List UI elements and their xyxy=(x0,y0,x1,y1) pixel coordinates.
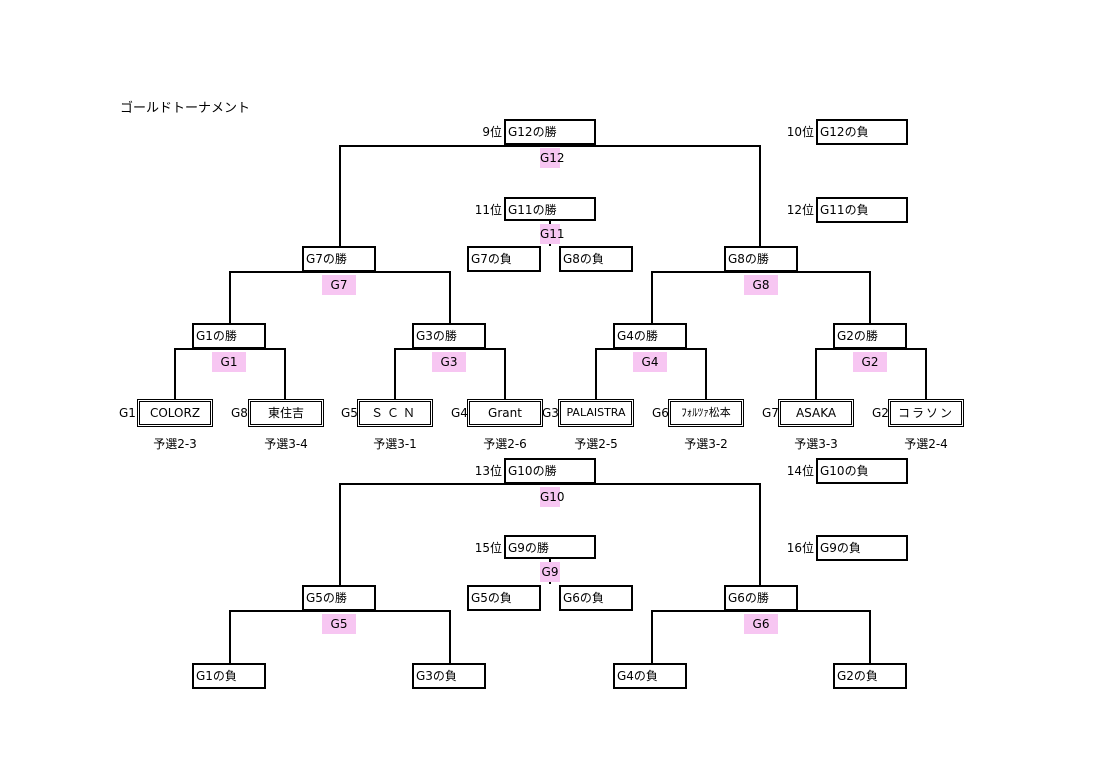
rank-16-label: 16位 xyxy=(786,541,814,555)
team-box: ﾌｫﾙﾂｧ松本 xyxy=(668,399,744,427)
game-g7-label: G7 xyxy=(322,275,356,295)
g10-winner-box: G10の勝 xyxy=(504,458,596,484)
bracket-line-g8 xyxy=(651,271,871,334)
rank-10-label: 10位 xyxy=(786,125,814,139)
team-seed-game: G3 xyxy=(542,406,559,420)
g5-winner-box: G5の勝 xyxy=(302,585,376,611)
g11-loser-box: G11の負 xyxy=(816,197,908,223)
team-qualifier: 予選2-6 xyxy=(483,437,527,451)
team-box: コラソン xyxy=(888,399,964,427)
game-g12-label: G12 xyxy=(540,148,565,168)
team-seed-game: G7 xyxy=(762,406,779,420)
bracket-line-g3 xyxy=(394,348,506,412)
g12-loser-box: G12の負 xyxy=(816,119,908,145)
rank-15-label: 15位 xyxy=(474,541,502,555)
g5-loser-box: G5の負 xyxy=(467,585,541,611)
g2-loser-box: G2の負 xyxy=(833,663,907,689)
g2-winner-box: G2の勝 xyxy=(833,323,907,349)
team-qualifier: 予選3-3 xyxy=(794,437,838,451)
g7-loser-box: G7の負 xyxy=(467,246,541,272)
bracket-line-g5 xyxy=(229,610,451,676)
team-seed-game: G1 xyxy=(119,406,136,420)
bracket-line-g7 xyxy=(229,271,451,334)
g3-loser-box: G3の負 xyxy=(412,663,486,689)
team-qualifier: 予選2-3 xyxy=(153,437,197,451)
team-box: ＳＣＮ xyxy=(357,399,433,427)
g3-winner-box: G3の勝 xyxy=(412,323,486,349)
game-g5-label: G5 xyxy=(322,614,356,634)
team-qualifier: 予選3-4 xyxy=(264,437,308,451)
g8-loser-box: G8の負 xyxy=(559,246,633,272)
rank-14-label: 14位 xyxy=(786,464,814,478)
team-qualifier: 予選2-4 xyxy=(904,437,948,451)
g9-loser-box: G9の負 xyxy=(816,535,908,561)
team-qualifier: 予選3-2 xyxy=(684,437,728,451)
page-title: ゴールドトーナメント xyxy=(120,101,251,116)
game-g6-label: G6 xyxy=(744,614,778,634)
g1-winner-box: G1の勝 xyxy=(192,323,266,349)
game-g4-label: G4 xyxy=(633,352,667,372)
team-seed-game: G4 xyxy=(451,406,468,420)
game-g10-label: G10 xyxy=(540,487,565,507)
g12-winner-box: G12の勝 xyxy=(504,119,596,145)
bracket-line-g1 xyxy=(174,348,286,412)
bracket-line-g10 xyxy=(339,483,761,600)
g4-winner-box: G4の勝 xyxy=(613,323,687,349)
team-seed-game: G2 xyxy=(872,406,889,420)
rank-11-label: 11位 xyxy=(474,203,502,217)
g8-winner-box: G8の勝 xyxy=(724,246,798,272)
g6-loser-box: G6の負 xyxy=(559,585,633,611)
game-g8-label: G8 xyxy=(744,275,778,295)
team-seed-game: G6 xyxy=(652,406,669,420)
bracket-line-g2 xyxy=(815,348,927,412)
team-box: ASAKA xyxy=(778,399,854,427)
game-g3-label: G3 xyxy=(432,352,466,372)
team-qualifier: 予選3-1 xyxy=(373,437,417,451)
g9-winner-box: G9の勝 xyxy=(504,535,596,559)
rank-9-label: 9位 xyxy=(482,125,502,139)
team-box: 東住吉 xyxy=(248,399,324,427)
team-seed-game: G5 xyxy=(341,406,358,420)
game-g9-label: G9 xyxy=(540,562,560,582)
bracket-line-g4 xyxy=(595,348,707,412)
game-g11-label: G11 xyxy=(540,224,565,244)
g4-loser-box: G4の負 xyxy=(613,663,687,689)
team-box: COLORZ xyxy=(137,399,213,427)
team-seed-game: G8 xyxy=(231,406,248,420)
g1-loser-box: G1の負 xyxy=(192,663,266,689)
rank-12-label: 12位 xyxy=(786,203,814,217)
g6-winner-box: G6の勝 xyxy=(724,585,798,611)
g7-winner-box: G7の勝 xyxy=(302,246,376,272)
game-g1-label: G1 xyxy=(212,352,246,372)
bracket-line-g6 xyxy=(651,610,871,676)
g11-winner-box: G11の勝 xyxy=(504,197,596,221)
g10-loser-box: G10の負 xyxy=(816,458,908,484)
game-g2-label: G2 xyxy=(853,352,887,372)
team-box: PALAISTRA xyxy=(558,399,634,427)
team-qualifier: 予選2-5 xyxy=(574,437,618,451)
rank-13-label: 13位 xyxy=(474,464,502,478)
team-box: Grant xyxy=(467,399,543,427)
bracket-line-g12 xyxy=(339,145,761,262)
